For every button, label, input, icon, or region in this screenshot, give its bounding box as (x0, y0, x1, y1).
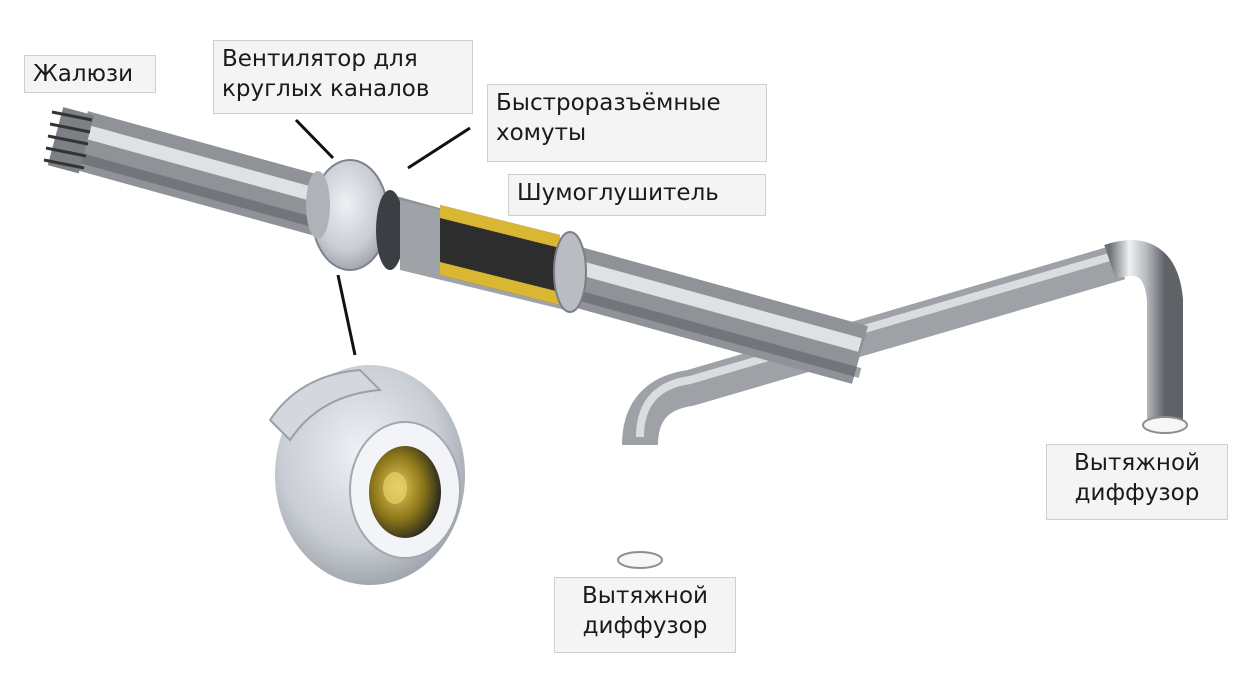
label-diffuser-right: Вытяжной диффузор (1046, 444, 1228, 520)
label-silencer: Шумоглушитель (508, 174, 766, 216)
right-diffuser-outlet (1142, 416, 1188, 434)
silencer (400, 200, 587, 313)
label-clamps: Быстроразъёмные хомуты (487, 84, 767, 162)
right-riser (1104, 240, 1183, 420)
louver-grille (43, 107, 95, 174)
leader-lines (294, 118, 471, 356)
fan-leader (294, 118, 335, 160)
clamps-leader (407, 126, 471, 170)
inline-fan (306, 159, 404, 271)
label-louvers: Жалюзи (24, 55, 156, 93)
quick-clamp (376, 190, 404, 270)
label-fan: Вентилятор для круглых каналов (213, 40, 473, 114)
left-diffuser-outlet (617, 551, 663, 569)
label-diffuser-left: Вытяжной диффузор (554, 577, 736, 653)
fan-closeup (268, 365, 465, 585)
closeup-leader (336, 274, 357, 356)
branch-duct (617, 240, 1188, 569)
